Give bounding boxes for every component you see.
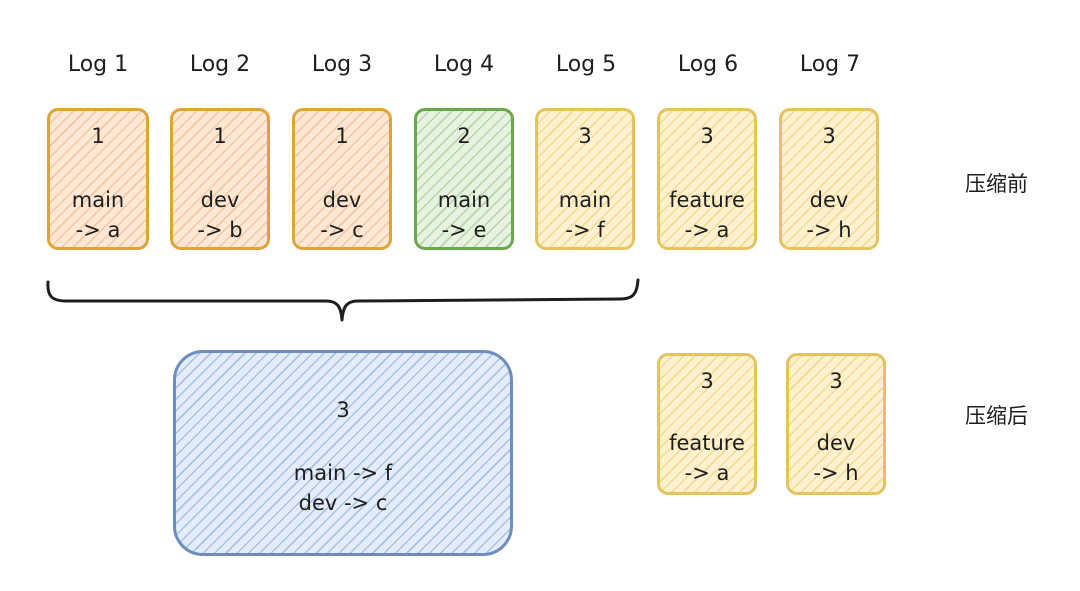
- log-branch: main: [558, 188, 612, 212]
- log-title: Log 2: [189, 52, 251, 77]
- log-term: 1: [335, 124, 349, 148]
- log-entry-4: 2 main -> e: [414, 108, 514, 250]
- log-entry-3: 1 dev -> c: [292, 108, 392, 250]
- log-target: -> a: [684, 218, 730, 242]
- log-title: Log 6: [677, 52, 739, 77]
- log-title: Log 4: [433, 52, 495, 77]
- compacted-log-entry-6: 3 feature -> a: [657, 353, 757, 495]
- log-term: 3: [578, 124, 592, 148]
- log-term: 3: [700, 124, 714, 148]
- log-target: -> f: [565, 218, 605, 242]
- snapshot-line: main -> f: [293, 461, 393, 485]
- log-target: -> h: [813, 461, 859, 485]
- log-title: Log 1: [67, 52, 129, 77]
- log-term: 3: [700, 369, 714, 393]
- before-compaction-label: 压缩前: [965, 172, 1028, 196]
- log-branch: main: [437, 188, 491, 212]
- log-term: 3: [829, 369, 843, 393]
- log-branch: dev: [809, 188, 849, 212]
- log-target: -> a: [684, 461, 730, 485]
- log-term: 3: [822, 124, 836, 148]
- log-branch: dev: [200, 188, 240, 212]
- log-term: 2: [457, 124, 471, 148]
- snapshot-line: dev -> c: [298, 491, 388, 515]
- log-branch: main: [71, 188, 125, 212]
- log-title: Log 3: [311, 52, 373, 77]
- log-title: Log 5: [555, 52, 617, 77]
- log-target: -> c: [320, 218, 364, 242]
- log-entry-2: 1 dev -> b: [170, 108, 270, 250]
- log-term: 1: [213, 124, 227, 148]
- log-entry-6: 3 feature -> a: [657, 108, 757, 250]
- log-entry-7: 3 dev -> h: [779, 108, 879, 250]
- after-compaction-label: 压缩后: [965, 404, 1028, 428]
- snapshot-term: 3: [336, 398, 350, 422]
- log-target: -> h: [806, 218, 852, 242]
- log-title: Log 7: [799, 52, 861, 77]
- log-branch: feature: [669, 431, 745, 455]
- log-target: -> a: [75, 218, 121, 242]
- log-branch: feature: [669, 188, 745, 212]
- snapshot-box: 3 main -> f dev -> c: [173, 350, 513, 556]
- log-target: -> e: [441, 218, 487, 242]
- log-entry-5: 3 main -> f: [535, 108, 635, 250]
- log-target: -> b: [197, 218, 243, 242]
- log-branch: dev: [816, 431, 856, 455]
- log-term: 1: [91, 124, 105, 148]
- log-entry-1: 1 main -> a: [47, 108, 149, 250]
- log-branch: dev: [322, 188, 362, 212]
- compacted-log-entry-7: 3 dev -> h: [786, 353, 886, 495]
